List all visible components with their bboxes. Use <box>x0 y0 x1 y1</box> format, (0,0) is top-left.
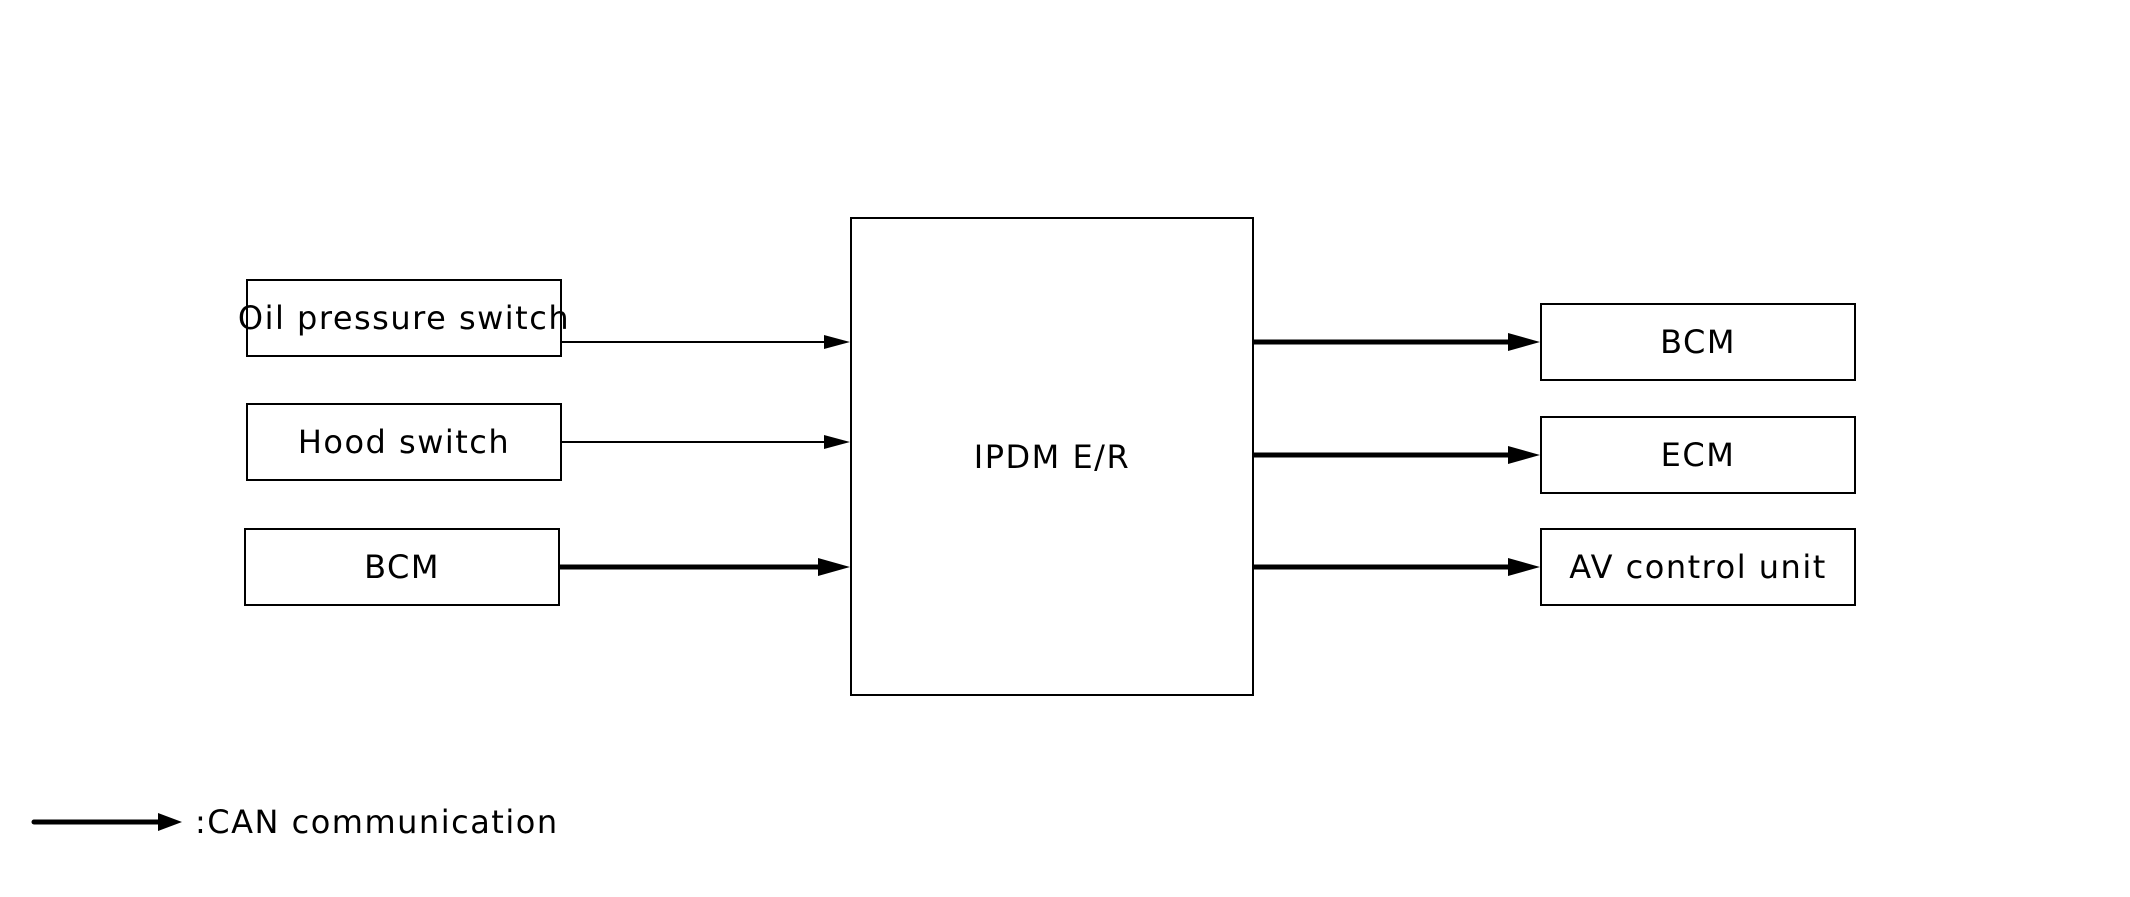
bcm-input-box: BCM <box>244 528 560 606</box>
hood-switch-label: Hood switch <box>297 423 511 461</box>
oil-pressure-switch-label: Oil pressure switch <box>237 299 571 337</box>
ipdm-er-label: IPDM E/R <box>973 437 1131 476</box>
can-connector-bcm-to-ipdm <box>560 558 850 576</box>
av-control-unit-label: AV control unit <box>1569 548 1827 586</box>
bcm-output-box: BCM <box>1540 303 1856 381</box>
bcm-output-label: BCM <box>1660 323 1736 361</box>
legend-can-line <box>31 813 182 831</box>
can-connector-ipdm-to-ecm <box>1254 446 1540 464</box>
av-control-unit-box: AV control unit <box>1540 528 1856 606</box>
connector-hood-to-ipdm <box>562 435 850 449</box>
hood-switch-box: Hood switch <box>246 403 562 481</box>
bcm-input-label: BCM <box>364 548 440 586</box>
ecm-box: ECM <box>1540 416 1856 494</box>
can-connector-ipdm-to-bcm <box>1254 333 1540 351</box>
legend-can-label: :CAN communication <box>195 803 559 841</box>
connector-oil-to-ipdm <box>562 335 850 349</box>
ipdm-er-box: IPDM E/R <box>850 217 1254 696</box>
ecm-label: ECM <box>1660 436 1736 474</box>
oil-pressure-switch-box: Oil pressure switch <box>238 279 569 357</box>
can-connector-ipdm-to-av <box>1254 558 1540 576</box>
